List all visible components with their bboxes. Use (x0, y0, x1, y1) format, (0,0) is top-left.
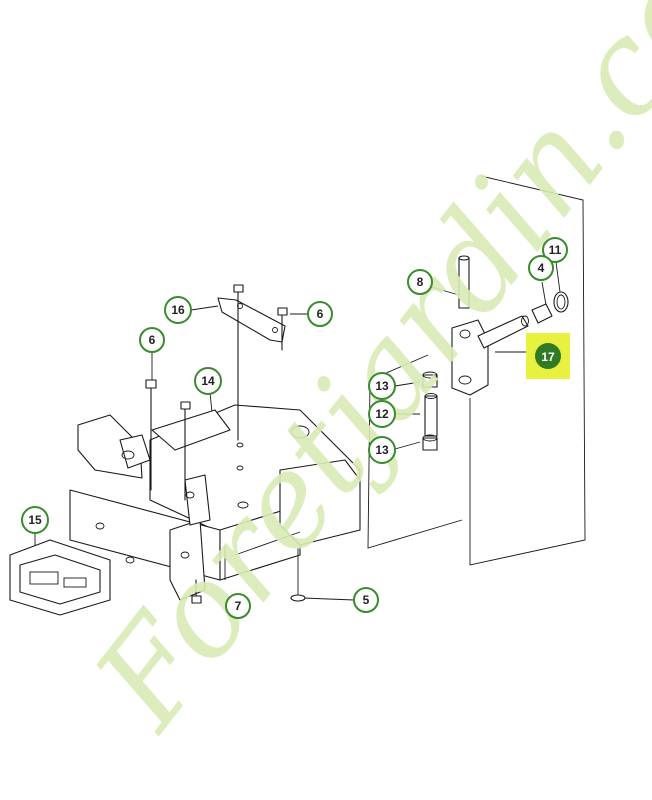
bolts (145, 284, 306, 604)
callout-label: 6 (149, 333, 156, 347)
part-12-tube (424, 393, 438, 437)
callout-11[interactable]: 11 (542, 237, 568, 263)
callout-label-17: 17 (541, 350, 555, 364)
callout-label: 12 (375, 407, 389, 421)
callout-13-bottom[interactable]: 13 (368, 436, 396, 464)
callout-6-upper[interactable]: 6 (307, 301, 333, 327)
callout-label: 11 (549, 243, 562, 257)
callout-label: 15 (28, 513, 42, 527)
part-4-bushing (531, 303, 553, 324)
callout-8[interactable]: 8 (407, 269, 433, 295)
callout-16[interactable]: 16 (164, 296, 192, 324)
callout-4[interactable]: 4 (528, 255, 554, 281)
callout-13-top[interactable]: 13 (368, 372, 396, 400)
callout-5[interactable]: 5 (353, 587, 379, 613)
part-17-pivot-bracket (451, 315, 529, 396)
callout-label: 13 (375, 379, 389, 393)
callout-label: 13 (375, 443, 389, 457)
part-13-spacer-top (422, 371, 438, 388)
part-14-bracket (151, 409, 231, 451)
callout-label: 14 (201, 374, 215, 388)
part-16-strap (217, 297, 286, 343)
callout-label: 4 (538, 261, 545, 275)
callout-7[interactable]: 7 (225, 593, 251, 619)
main-frame (9, 404, 361, 616)
callout-12[interactable]: 12 (368, 400, 396, 428)
callout-label: 8 (417, 275, 424, 289)
part-11-ring (553, 291, 569, 313)
callout-6-left[interactable]: 6 (139, 327, 165, 353)
callout-14[interactable]: 14 (194, 367, 222, 395)
callout-label: 16 (171, 303, 185, 317)
part-8-pin (458, 255, 470, 309)
part-13-spacer-bottom (422, 434, 438, 451)
callout-label: 5 (363, 593, 370, 607)
callout-label: 7 (235, 599, 242, 613)
callout-17-highlighted[interactable]: 17 (526, 333, 570, 379)
callout-15[interactable]: 15 (21, 506, 49, 534)
callout-label: 6 (317, 307, 324, 321)
